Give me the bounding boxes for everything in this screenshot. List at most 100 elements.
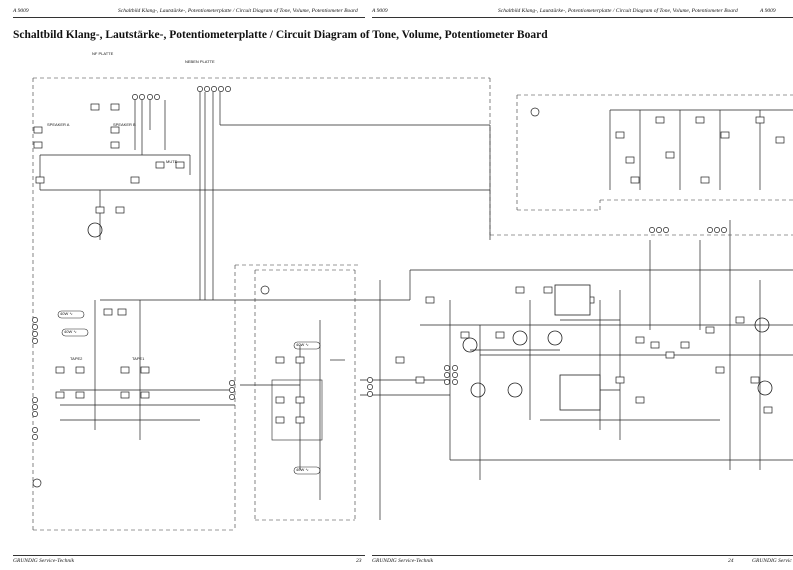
connector-pin <box>229 394 235 400</box>
component <box>625 156 635 164</box>
connector-pin <box>139 94 145 100</box>
transistor <box>757 380 773 396</box>
connector-pin <box>32 324 38 330</box>
component <box>763 406 773 414</box>
connector-pin <box>197 86 203 92</box>
connector-pin <box>444 379 450 385</box>
connector-pin <box>211 86 217 92</box>
connector-pin <box>32 411 38 417</box>
label-tape2: TAPE2 <box>70 356 83 361</box>
component <box>110 126 120 134</box>
component <box>630 176 640 184</box>
signal-tag-2: 40W ∿ <box>64 329 77 334</box>
connector-pin <box>367 391 373 397</box>
component <box>110 103 120 111</box>
ic-block <box>559 374 601 411</box>
component <box>615 131 625 139</box>
label-tape1: TAPE1 <box>132 356 145 361</box>
component <box>115 206 125 214</box>
signal-tag <box>293 466 321 475</box>
footer-right-publisher: GRUNDIG Servic <box>752 558 792 564</box>
signal-tag <box>293 341 321 350</box>
component <box>750 376 760 384</box>
label-mute: MUTE <box>166 159 178 164</box>
component <box>655 116 665 124</box>
component <box>155 161 165 169</box>
connector-pin <box>229 387 235 393</box>
footer-left-publisher: GRUNDIG Service-Technik <box>13 558 75 564</box>
component <box>75 391 85 399</box>
transistor <box>462 337 478 353</box>
component <box>110 141 120 149</box>
component <box>755 116 765 124</box>
component <box>695 116 705 124</box>
component <box>460 331 470 339</box>
connector-pin <box>132 94 138 100</box>
component <box>715 366 725 374</box>
signal-tag-3: 40W ∿ <box>296 342 309 347</box>
component <box>95 206 105 214</box>
component <box>275 356 285 364</box>
connector-pin <box>707 227 713 233</box>
component <box>635 396 645 404</box>
component <box>515 286 525 294</box>
component <box>705 326 715 334</box>
ic-block <box>554 284 591 316</box>
connector-pin <box>656 227 662 233</box>
component <box>275 396 285 404</box>
component <box>140 391 150 399</box>
component <box>775 136 785 144</box>
signal-tag-1: 40W ∿ <box>60 311 73 316</box>
connector-pin <box>32 338 38 344</box>
connector-pin <box>32 427 38 433</box>
component <box>130 176 140 184</box>
connector-pin <box>649 227 655 233</box>
connector-pin <box>444 365 450 371</box>
connector-pin <box>32 331 38 337</box>
connector-pin <box>452 372 458 378</box>
component <box>700 176 710 184</box>
connector-pin <box>32 317 38 323</box>
selector-switch <box>271 379 323 441</box>
connector-pin <box>218 86 224 92</box>
connector-pin <box>367 384 373 390</box>
connector-pin <box>721 227 727 233</box>
connector-pin <box>444 372 450 378</box>
header-left-page-code: A 9009 <box>13 8 29 14</box>
component <box>55 391 65 399</box>
header-right-running-title: Schaltbild Klang-, Lautstärke-, Potentio… <box>498 8 738 14</box>
component <box>680 341 690 349</box>
component <box>55 366 65 374</box>
component <box>33 141 43 149</box>
transistor <box>754 317 770 333</box>
board-marker <box>260 285 270 295</box>
connector-pin <box>452 379 458 385</box>
page-title: Schaltbild Klang-, Lautstärke-, Potentio… <box>13 29 548 41</box>
connector-pin <box>229 380 235 386</box>
connector-pin <box>32 434 38 440</box>
board-marker <box>32 478 42 488</box>
component <box>295 416 305 424</box>
signal-tag-4: 40W ∿ <box>296 467 309 472</box>
transistor <box>512 330 528 346</box>
transistor <box>87 222 103 238</box>
component <box>665 351 675 359</box>
label-speaker-a: SPEAKER A <box>47 122 70 127</box>
component <box>275 416 285 424</box>
component <box>615 376 625 384</box>
component <box>543 286 553 294</box>
footer-rule-left <box>13 555 365 556</box>
component <box>395 356 405 364</box>
connector-pin <box>452 365 458 371</box>
connector-pin <box>225 86 231 92</box>
label-neben-platte: NEBEN PLATTE <box>185 59 215 64</box>
footer-right-page-number: 24 <box>728 558 734 564</box>
transistor <box>507 382 523 398</box>
connector-pin <box>204 86 210 92</box>
header-left-running-title: Schaltbild Klang-, Lautstärke-, Potentio… <box>118 8 358 14</box>
connector-pin <box>154 94 160 100</box>
connector-pin <box>367 377 373 383</box>
header-mid-page-code: A 9009 <box>372 8 388 14</box>
component <box>295 356 305 364</box>
